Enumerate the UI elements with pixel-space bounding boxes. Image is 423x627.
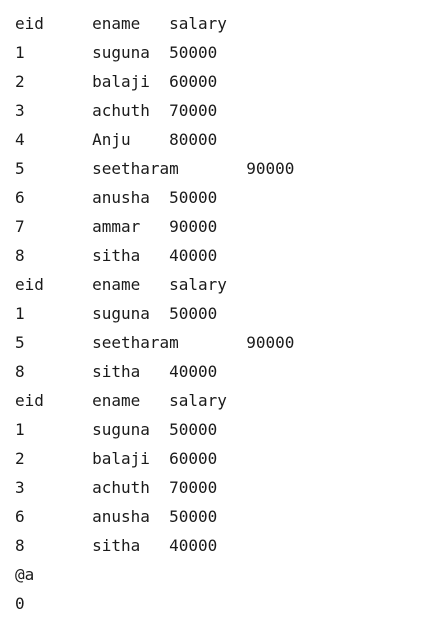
output-line: eid ename salary	[15, 391, 227, 410]
output-line: 8 sitha 40000	[15, 536, 218, 555]
output-line: 6 anusha 50000	[15, 188, 218, 207]
output-line: eid ename salary	[15, 275, 227, 294]
output-line: @a	[15, 565, 35, 584]
output-line: 8 sitha 40000	[15, 246, 218, 265]
output-line: 1 suguna 50000	[15, 420, 218, 439]
output-line: 3 achuth 70000	[15, 478, 218, 497]
output-line: eid ename salary	[15, 14, 227, 33]
output-line: 8 sitha 40000	[15, 362, 218, 381]
output-line: 6 anusha 50000	[15, 507, 218, 526]
output-line: 1 suguna 50000	[15, 304, 218, 323]
output-line: 2 balaji 60000	[15, 449, 218, 468]
output-line: 0	[15, 594, 25, 613]
output-line: 1 suguna 50000	[15, 43, 218, 62]
output-line: 3 achuth 70000	[15, 101, 218, 120]
output-line: 5 seetharam 90000	[15, 333, 295, 352]
output-line: 2 balaji 60000	[15, 72, 218, 91]
output-line: 5 seetharam 90000	[15, 159, 295, 178]
output-line: 4 Anju 80000	[15, 130, 218, 149]
output-line: 7 ammar 90000	[15, 217, 218, 236]
